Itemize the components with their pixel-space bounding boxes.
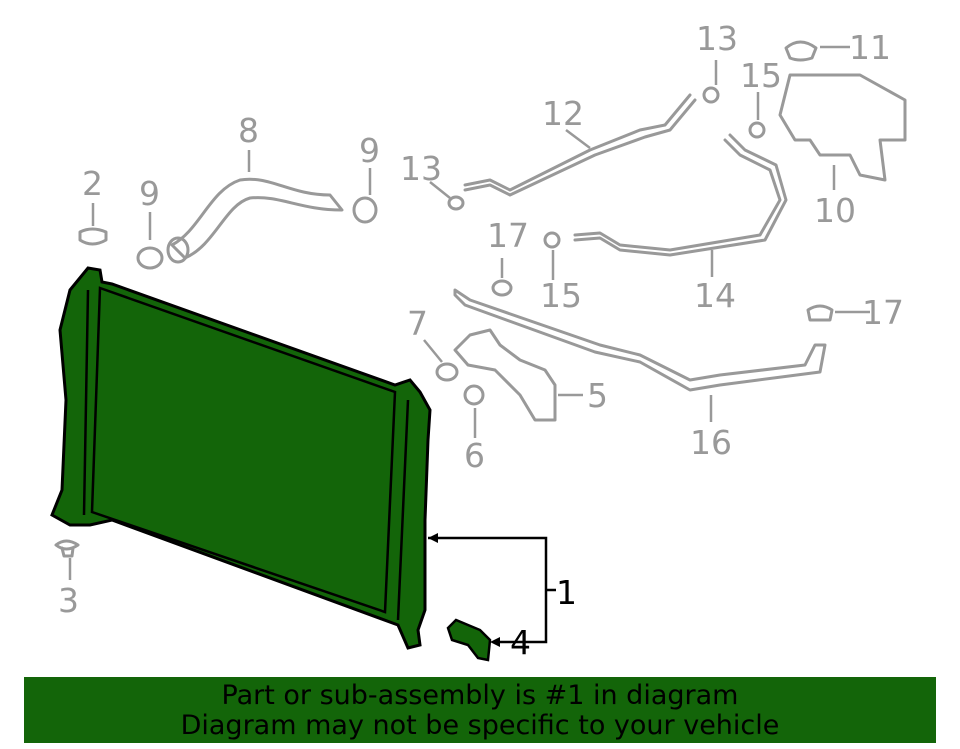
gray-parts [54,40,907,558]
cap-17a [491,279,513,297]
hose-8 [170,177,344,260]
callout-1[interactable]: 1 [556,573,577,612]
pipe-16 [453,288,827,392]
callout-13[interactable]: 13 [696,19,738,58]
banner-line-2: Diagram may not be specific to your vehi… [180,710,780,741]
callout-12[interactable]: 12 [542,94,584,133]
callout-9[interactable]: 9 [359,131,380,170]
callout-5[interactable]: 5 [587,376,608,415]
hose-14 [573,133,788,257]
callout-3[interactable]: 3 [58,581,79,620]
clamp-9a [136,246,164,270]
bushing-3 [54,539,80,558]
cap-11 [784,40,818,62]
callout-16[interactable]: 16 [690,423,732,462]
clamp-9b [352,196,378,224]
callout-7[interactable]: 7 [407,304,428,343]
leader-1 [428,536,556,644]
callout-13[interactable]: 13 [400,149,442,188]
radiator-assembly[interactable] [50,266,432,650]
callout-2[interactable]: 2 [82,164,103,203]
banner-line-1: Part or sub-assembly is #1 in diagram [221,680,739,711]
drain-plug[interactable] [446,618,492,662]
clamp-7 [435,362,459,382]
callout-4[interactable]: 4 [510,623,531,662]
callout-8[interactable]: 8 [238,111,259,150]
info-banner: Part or sub-assembly is #1 in diagram Di… [24,677,936,743]
callout-11[interactable]: 11 [849,28,891,67]
callout-17[interactable]: 17 [487,216,529,255]
callout-10[interactable]: 10 [814,191,856,230]
callout-15[interactable]: 15 [540,276,582,315]
clamp-15b [748,121,766,139]
clamp-6 [463,384,485,406]
callout-15[interactable]: 15 [740,56,782,95]
clamp-13a [447,195,465,211]
reservoir-10 [778,73,907,182]
callout-6[interactable]: 6 [464,436,485,475]
callout-9[interactable]: 9 [139,174,160,213]
hose-12 [463,93,697,197]
callout-14[interactable]: 14 [694,276,736,315]
cap-17b [806,304,834,322]
hose-5 [453,328,557,422]
bushing-2 [78,227,108,246]
gray-leaders [68,45,870,580]
clamp-13b [702,86,720,104]
clamp-15a [543,231,561,249]
callout-17[interactable]: 17 [862,293,904,332]
